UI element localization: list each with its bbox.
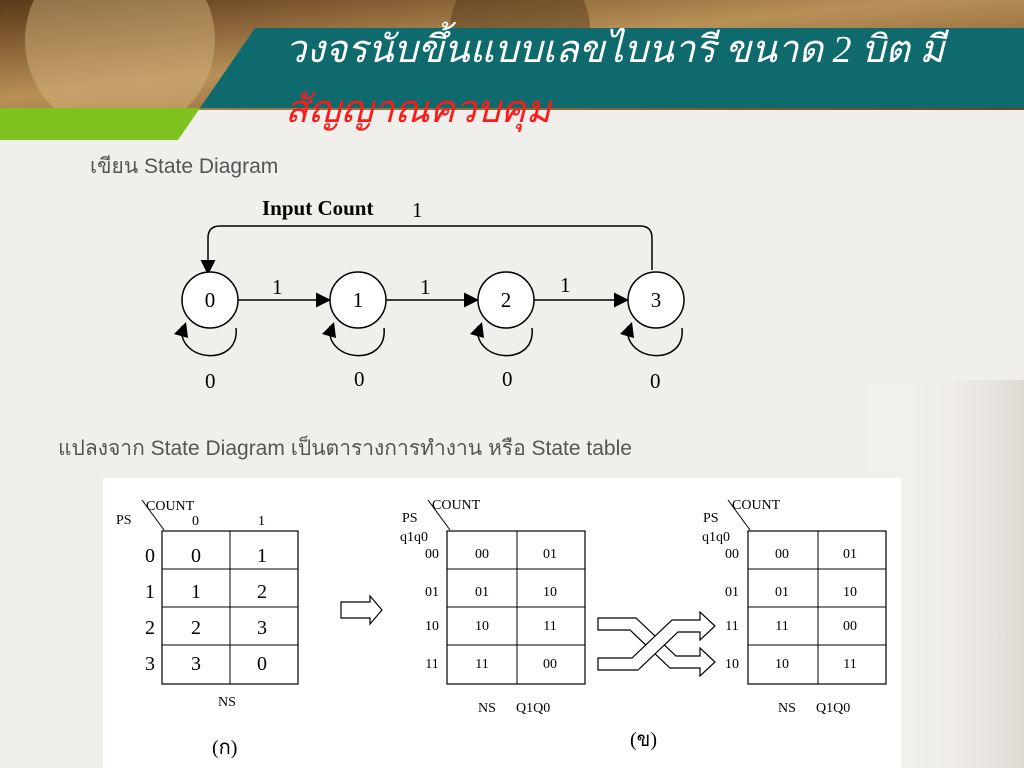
table-c-header-diagonal: [727, 499, 751, 531]
table-c-ps-1: 01: [725, 585, 739, 600]
table-c-q-label: q1q0: [702, 530, 730, 545]
table-a-col-0: 0: [192, 514, 199, 529]
header-photo-shape: [25, 0, 215, 135]
table-a-ps-1: 1: [145, 581, 155, 603]
table-a-caption: (ก): [212, 737, 237, 759]
self-loop-1: [329, 325, 385, 357]
table-a-ps-label: PS: [116, 513, 132, 528]
table-b: PS COUNT q1q0 00 00 01 01 01 10 10 10 11 11 11 00 N…: [400, 498, 586, 716]
self-loop-arrowhead-1: [322, 322, 336, 338]
table-c: PS COUNT q1q0 00 00 01 01 01 10 11 11 00 10 10 11 N…: [630, 498, 887, 751]
table-c-ps-2: 11: [725, 619, 738, 634]
table-b-count-label: COUNT: [432, 498, 481, 513]
table-c-cell-1-0: 01: [775, 585, 789, 600]
tables-white-background: [103, 478, 901, 768]
table-b-ps-2: 10: [425, 619, 439, 634]
table-c-cell-2-0: 11: [775, 619, 788, 634]
table-c-q-out-label: Q1Q0: [816, 701, 850, 716]
caption-state-table: แปลงจาก State Diagram เป็นตารางการทำงาน …: [58, 437, 632, 460]
table-c-ps-0: 00: [725, 547, 739, 562]
swap-arrow-up: [597, 610, 716, 671]
table-b-cell-3-1: 00: [543, 657, 557, 672]
transition-label-1-2: 1: [420, 275, 431, 299]
table-b-ps-3: 11: [425, 657, 438, 672]
self-loop-3: [627, 325, 683, 357]
table-b-ns-label: NS: [478, 701, 496, 716]
table-b-ps-1: 01: [425, 585, 439, 600]
table-b-cell-2-1: 11: [543, 619, 556, 634]
table-a-count-label: COUNT: [146, 499, 195, 514]
self-loop-label-2: 0: [502, 367, 513, 391]
table-a-cell-2-0: 2: [191, 617, 201, 639]
table-b-cell-0-0: 00: [475, 547, 489, 562]
table-c-ps-label: PS: [703, 511, 719, 526]
self-loop-label-0: 0: [205, 369, 216, 393]
self-loop-2: [477, 325, 533, 357]
table-a-ps-2: 2: [145, 617, 155, 639]
table-b-cell-3-0: 11: [475, 657, 488, 672]
table-a-cell-1-0: 1: [191, 581, 201, 603]
table-c-ps-3: 10: [725, 657, 739, 672]
table-a-ps-0: 0: [145, 545, 155, 567]
table-c-cell-0-0: 00: [775, 547, 789, 562]
state-label-0: 0: [205, 288, 216, 312]
convert-arrow: [340, 594, 383, 626]
self-loop-0: [181, 325, 237, 357]
self-loop-arrowhead-0: [174, 322, 188, 338]
top-arrow-label: 1: [412, 198, 423, 222]
table-b-cell-1-0: 01: [475, 585, 489, 600]
transition-label-2-3: 1: [560, 273, 571, 297]
table-b-cell-2-0: 10: [475, 619, 489, 634]
table-c-ns-label: NS: [778, 701, 796, 716]
table-c-cell-1-1: 10: [843, 585, 857, 600]
header-teal-band: [200, 28, 1024, 108]
table-b-cell-0-1: 01: [543, 547, 557, 562]
table-a-cell-3-1: 0: [257, 653, 267, 675]
table-a-ns-label: NS: [218, 695, 236, 710]
table-c-cell-2-1: 00: [843, 619, 857, 634]
table-a-cell-0-0: 0: [191, 545, 201, 567]
table-b-cell-1-1: 10: [543, 585, 557, 600]
table-a-cell-0-1: 1: [257, 545, 267, 567]
state-label-3: 3: [651, 288, 662, 312]
table-b-q-out-label: Q1Q0: [516, 701, 550, 716]
slide-title: วงจรนับขึ้นแบบเลขไบนารี ขนาด 2 บิต มี สั…: [285, 20, 1005, 140]
self-loop-label-1: 0: [354, 367, 365, 391]
feedback-arrow: [200, 225, 653, 275]
transition-label-0-1: 1: [272, 275, 283, 299]
state-label-2: 2: [501, 288, 512, 312]
slide-title-line2: สัญญาณควบคุม: [285, 89, 551, 131]
table-c-caption: (ข): [630, 729, 657, 751]
table-a-header-diagonal: [141, 499, 165, 531]
table-c-count-label: COUNT: [732, 498, 781, 513]
self-loop-label-3: 0: [650, 369, 661, 393]
self-loop-arrowhead-2: [470, 322, 484, 338]
table-c-cell-3-1: 11: [843, 657, 856, 672]
table-b-q-label: q1q0: [400, 530, 428, 545]
table-a-col-1: 1: [258, 514, 265, 529]
header-green-accent: [0, 108, 200, 140]
self-loop-arrowhead-3: [620, 322, 634, 338]
slide-title-line1: วงจรนับขึ้นแบบเลขไบนารี ขนาด 2 บิต มี: [285, 29, 945, 71]
table-c-cell-3-0: 10: [775, 657, 789, 672]
input-count-label: Input Count: [262, 196, 373, 220]
table-b-header-diagonal: [427, 499, 451, 531]
state-node-3: [627, 271, 685, 329]
table-c-cell-0-1: 01: [843, 547, 857, 562]
table-a-cell-1-1: 2: [257, 581, 267, 603]
caption-state-diagram: เขียน State Diagram: [90, 155, 279, 178]
table-a-ps-3: 3: [145, 653, 155, 675]
table-a-cell-2-1: 3: [257, 617, 267, 639]
table-b-ps-label: PS: [402, 511, 418, 526]
table-a: PS COUNT 0 1 0 0 1 1 1 2 2 2 3 3 3 0 NS (ก): [116, 499, 299, 759]
table-b-ps-0: 00: [425, 547, 439, 562]
table-a-cell-3-0: 3: [191, 653, 201, 675]
state-label-1: 1: [353, 288, 364, 312]
